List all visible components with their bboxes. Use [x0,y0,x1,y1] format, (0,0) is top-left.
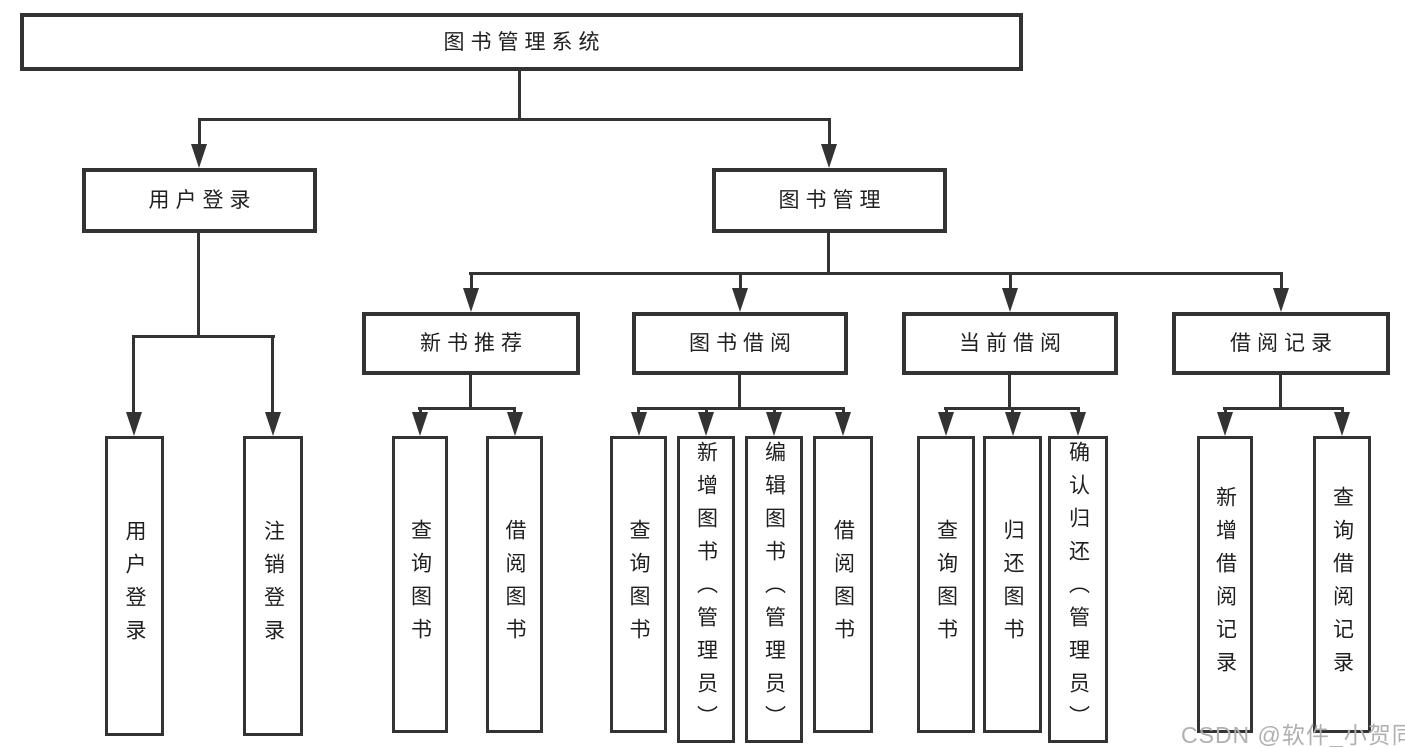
connector-line [704,410,708,412]
connector-line [637,410,640,412]
connector-line [1011,410,1014,412]
connector-line [1279,375,1282,410]
arrowhead-down [264,412,281,436]
connector-line [772,410,776,412]
arrowhead-down [1273,288,1289,312]
arrowhead-down [1217,412,1233,436]
connector-line [944,407,1080,410]
connector-line [418,407,516,410]
node-add-borrow-record: 新增借阅记录 [1197,436,1253,733]
node-confirm-return-admin: 确认归还（管理员） [1048,436,1108,743]
connector-line [1008,275,1012,288]
connector-line [827,121,831,144]
connector-line [469,275,473,288]
connector-line [1279,275,1283,288]
arrowhead-down [463,288,479,312]
node-query-books-recommend: 查询图书 [392,436,448,733]
connector-line [1340,410,1344,412]
connector-line [197,121,201,144]
node-book-management: 图书管理 [712,168,947,233]
connector-line [469,375,472,410]
connector-line [827,233,830,274]
node-borrowing-records: 借阅记录 [1172,312,1390,375]
arrowhead-down [698,412,714,436]
connector-line [197,233,200,338]
node-query-borrow-record: 查询借阅记录 [1313,436,1371,733]
node-query-books-borrow: 查询图书 [610,436,667,733]
node-query-books-current: 查询图书 [917,436,975,733]
connector-line [518,70,521,118]
node-borrow-books-borrow: 借阅图书 [813,436,873,733]
connector-line [738,375,741,410]
connector-line [841,410,845,412]
connector-line [469,272,1283,275]
connector-line [132,335,275,338]
connector-line [1223,407,1344,410]
connector-line [738,275,742,288]
node-user-login-action: 用户登录 [105,436,164,736]
connector-line [198,118,831,121]
arrowhead-down [938,412,954,436]
node-borrow-books-recommend: 借阅图书 [486,436,543,733]
node-user-login: 用户登录 [82,168,317,233]
arrowhead-down [1002,288,1018,312]
node-logout: 注销登录 [243,436,303,736]
arrowhead-down [1070,412,1086,436]
arrowhead-down [125,412,142,436]
connector-line [944,410,948,412]
connector-line [271,338,274,412]
connector-line [1076,410,1080,412]
arrowhead-down [821,144,837,168]
node-book-borrowing: 图书借阅 [632,312,848,375]
arrowhead-down [1004,412,1021,436]
connector-line [1223,410,1227,412]
arrowhead-down [766,412,782,436]
connector-line [418,410,422,412]
node-edit-book-admin: 编辑图书（管理员） [745,436,803,743]
arrowhead-down [1334,412,1350,436]
arrowhead-down [835,412,851,436]
arrowhead-down [506,412,523,436]
arrowhead-down [191,144,207,168]
connector-line [132,338,135,412]
node-current-borrowing: 当前借阅 [902,312,1118,375]
connector-line [637,407,845,410]
arrowhead-down [412,412,428,436]
connector-line [513,410,516,412]
arrowhead-down [630,412,647,436]
arrowhead-down [732,288,748,312]
node-add-book-admin: 新增图书（管理员） [677,436,735,743]
connector-line [1008,375,1011,410]
watermark: CSDN @软件_小贺同学 [1181,722,1405,747]
node-library-management-system: 图书管理系统 [20,13,1023,71]
node-new-book-recommendation: 新书推荐 [362,312,580,375]
node-return-book: 归还图书 [983,436,1042,733]
